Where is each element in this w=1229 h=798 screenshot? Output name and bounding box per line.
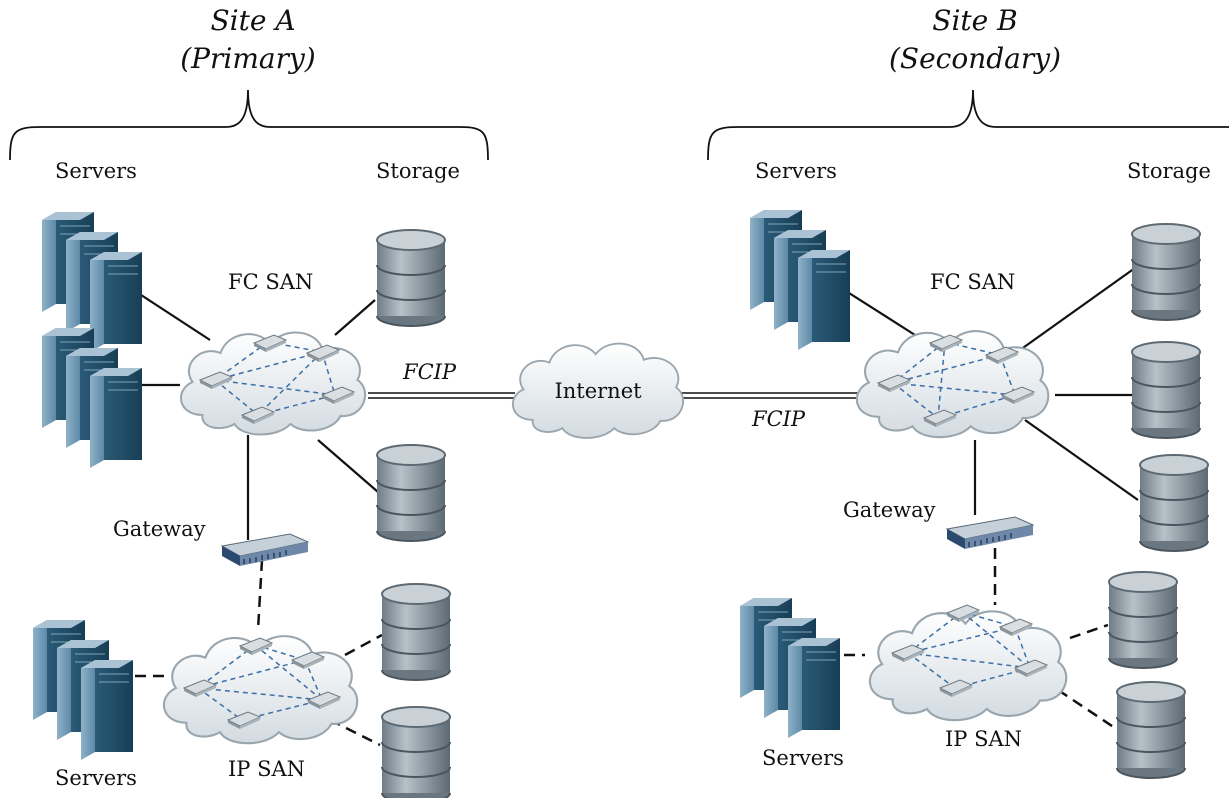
site-b-fc-san-label: FC SAN: [930, 270, 1015, 294]
site-a-fc-san-label: FC SAN: [228, 270, 313, 294]
fcip-label-a: FCIP: [402, 360, 457, 384]
site-b-ip-storage-disk-1: [1108, 571, 1178, 669]
site-b-server-group: [750, 210, 850, 350]
site-a-title: Site A: [210, 4, 295, 37]
site-b-ip-san-label: IP SAN: [945, 727, 1022, 751]
fcip-label-b: FCIP: [751, 407, 806, 431]
site-b-storage-disk-3: [1139, 454, 1209, 552]
site-a-ip-san-label: IP SAN: [228, 757, 305, 781]
wan-link: Internet FCIP FCIP: [368, 342, 880, 439]
site-b-storage-disk-1: [1131, 223, 1201, 321]
site-b-fc-san-cloud: [855, 330, 1050, 439]
site-a-storage-label: Storage: [376, 159, 460, 183]
site-a-ip-servers-label: Servers: [55, 766, 137, 790]
site-a-subtitle: (Primary): [180, 42, 315, 75]
site-b-title: Site B: [932, 4, 1017, 37]
site-b-subtitle: (Secondary): [889, 42, 1061, 75]
site-b-brace: [707, 89, 1229, 161]
site-b: Site B (Secondary) Servers Storage FC SA…: [707, 4, 1229, 779]
site-b-servers-label: Servers: [755, 159, 837, 183]
site-a-ip-storage-disk-2: [381, 706, 451, 798]
site-a-ip-storage-disk-1: [381, 583, 451, 681]
site-b-ip-san-cloud: [868, 604, 1068, 722]
site-a: Site A (Primary) Servers Storage FC SAN: [9, 4, 489, 798]
site-a-server-group-2: [42, 328, 142, 468]
internet-label: Internet: [554, 379, 642, 403]
site-b-gateway: [946, 516, 1034, 550]
site-a-gateway: [221, 533, 309, 567]
site-a-servers-label: Servers: [55, 159, 137, 183]
site-b-ip-storage-disk-2: [1116, 681, 1186, 779]
site-b-gateway-label: Gateway: [843, 498, 936, 522]
site-a-fc-san-cloud: [179, 331, 367, 436]
site-b-ip-servers-label: Servers: [762, 746, 844, 770]
site-b-storage-disk-2: [1131, 341, 1201, 439]
site-a-storage-disk-2: [376, 444, 446, 542]
site-b-ip-server-group: [740, 598, 840, 738]
site-a-gateway-label: Gateway: [113, 517, 206, 541]
site-b-storage-label: Storage: [1127, 159, 1211, 183]
site-a-ip-san-cloud: [162, 635, 359, 745]
site-a-ip-server-group: [33, 620, 133, 760]
site-a-storage-disk-1: [376, 229, 446, 327]
site-a-brace: [9, 89, 489, 161]
